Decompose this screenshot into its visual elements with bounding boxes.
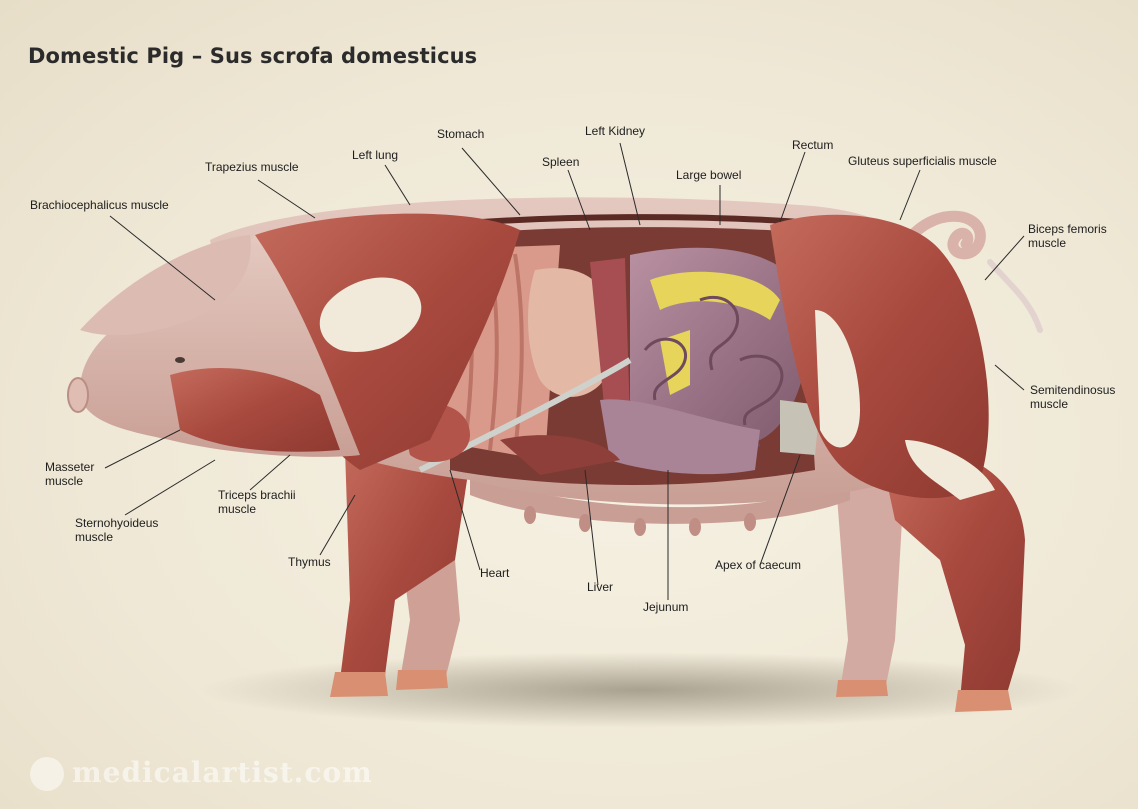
- hind-hoof-near: [955, 690, 1012, 712]
- fore-hoof-far: [396, 670, 448, 690]
- label-trapezius: Trapezius muscle: [205, 160, 299, 174]
- eye: [175, 357, 185, 363]
- label-brachiocephalicus: Brachiocephalicus muscle: [30, 198, 169, 212]
- label-large-bowel: Large bowel: [676, 168, 741, 182]
- label-spleen: Spleen: [542, 155, 579, 169]
- watermark-logo: [30, 757, 64, 791]
- hind-hoof-far: [836, 680, 888, 697]
- snout: [68, 378, 88, 412]
- watermark-text: medicalartist.com: [72, 756, 373, 789]
- label-biceps-femoris: Biceps femoris muscle: [1028, 222, 1128, 250]
- label-triceps: Triceps brachii muscle: [218, 488, 308, 516]
- label-jejunum: Jejunum: [643, 600, 688, 614]
- label-heart: Heart: [480, 566, 509, 580]
- label-apex-of-caecum: Apex of caecum: [715, 558, 801, 572]
- label-left-kidney: Left Kidney: [585, 124, 645, 138]
- label-left-lung: Left lung: [352, 148, 398, 162]
- label-liver: Liver: [587, 580, 613, 594]
- label-masseter: Masseter muscle: [45, 460, 115, 488]
- label-stomach: Stomach: [437, 127, 484, 141]
- label-gluteus: Gluteus superficialis muscle: [848, 154, 997, 168]
- label-semitendinosus: Semitendinosus muscle: [1030, 383, 1135, 411]
- fore-hoof-near: [330, 672, 388, 697]
- tail-hair: [990, 262, 1040, 330]
- label-rectum: Rectum: [792, 138, 833, 152]
- label-thymus: Thymus: [288, 555, 331, 569]
- label-sternohyoideus: Sternohyoideus muscle: [75, 516, 185, 544]
